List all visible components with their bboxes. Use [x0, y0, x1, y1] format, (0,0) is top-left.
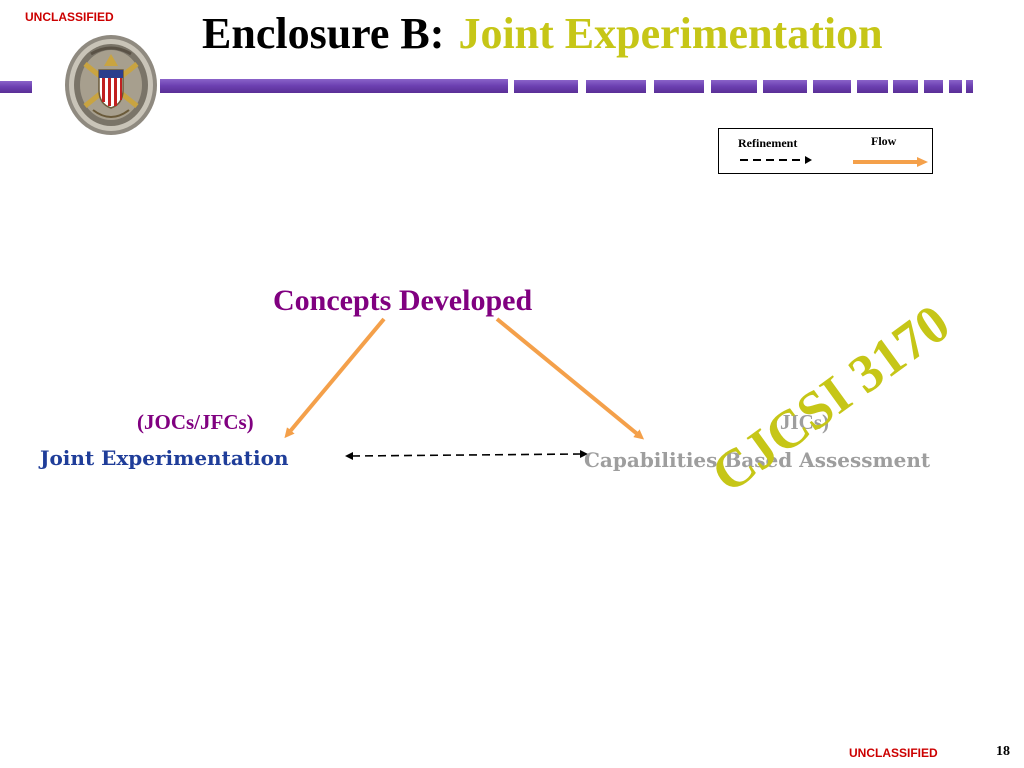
legend-refinement-label: Refinement	[738, 136, 798, 150]
flow-legend-arrow	[853, 157, 928, 167]
title-suffix: Joint Experimentation	[458, 9, 883, 58]
legend-flow-label: Flow	[871, 134, 897, 148]
refinement-arrow	[345, 450, 588, 460]
node-joint-experimentation: Joint Experimentation	[40, 446, 289, 470]
node-capabilities-assessment-label: (JICs)	[773, 410, 829, 434]
classification-top: UNCLASSIFIED	[25, 10, 114, 24]
header-bar	[0, 79, 973, 93]
joint-chiefs-seal	[65, 35, 157, 135]
legend-symbols	[740, 156, 928, 167]
node-concepts-developed: Concepts Developed	[273, 284, 533, 317]
refinement-legend-arrow	[740, 156, 812, 164]
flow-arrow-to-joint-experimentation	[284, 317, 386, 439]
page-number: 18	[996, 744, 1010, 759]
slide-title: Enclosure B: Joint Experimentation	[202, 12, 883, 56]
flow-arrow-to-capabilities-assessment	[495, 317, 645, 440]
title-prefix: Enclosure B:	[202, 9, 445, 58]
node-capabilities-assessment: Capabilities Based Assessment	[584, 448, 931, 472]
classification-bottom: UNCLASSIFIED	[849, 746, 938, 760]
node-joint-experimentation-label: (JOCs/JFCs)	[137, 410, 254, 434]
legend: Refinement Flow	[718, 128, 933, 174]
